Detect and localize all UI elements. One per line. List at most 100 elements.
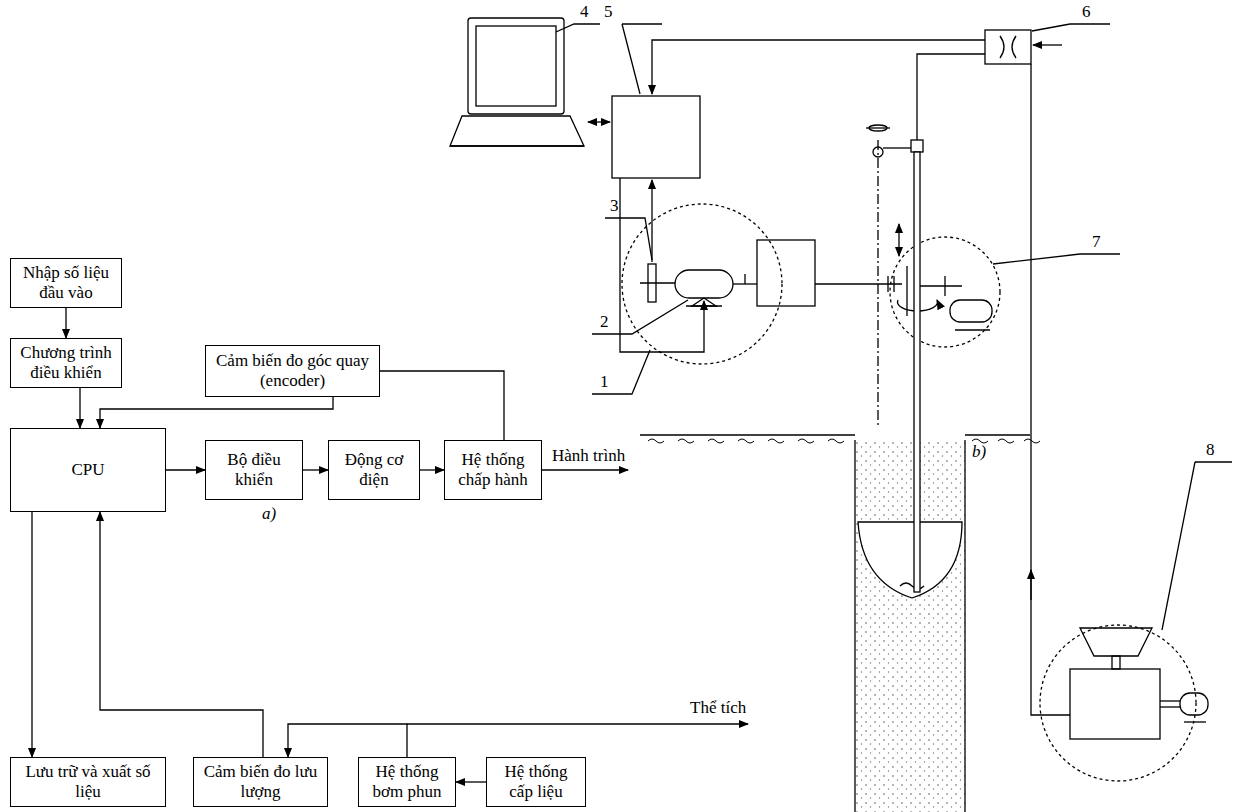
ground-hatch [828,439,844,443]
output-arrows [407,723,748,724]
callout-number: 1 [600,372,609,392]
flow-meter [1033,44,1062,45]
guide-mast [866,127,890,128]
ground-line [965,434,1030,435]
borehole [855,440,965,812]
leader-lines [605,218,652,260]
drill-rod [914,152,920,592]
borehole [854,440,855,812]
motor-control-wire [620,178,704,352]
gearbox [757,240,815,306]
callout-number: 2 [600,312,609,332]
leader-lines [993,254,1120,264]
leader-lines [556,24,600,32]
actuator-box: Hệ thống chấp hành [444,440,542,500]
ground-hatch [678,439,694,443]
signal-arrow [303,469,328,470]
box-text: Hệ thống cấp liệu [493,762,579,801]
guide-mast [911,140,923,152]
laptop [468,18,564,114]
callout-number: 4 [580,2,589,22]
rotary-head [920,285,962,286]
leader-lines [622,24,662,94]
box-text: Hệ thống bơm phun [365,762,449,801]
pump-group [1080,628,1152,656]
box-text: Nhập số liệu đầu vào [17,263,115,302]
callout-number: 5 [604,2,613,22]
output-label: Hành trình [552,446,625,466]
program-box: Chương trình điều khiển [10,338,122,388]
ground-hatch [738,439,754,443]
leader-lines [556,24,1232,630]
guide-mast [877,140,878,428]
guide-mast [873,147,883,157]
box-text: Cảm biến đo góc quay (encoder) [212,351,373,390]
travel-arrow [898,224,899,256]
signal-arrow [166,469,205,470]
subfigure-label: a) [262,504,276,524]
data-link [588,121,610,122]
callout-number: 6 [1082,2,1091,22]
input-box: Nhập số liệu đầu vào [10,258,122,308]
laptop [450,18,584,146]
rotary-head [944,276,945,296]
encoder-symbol [640,264,675,302]
leader-lines [1162,462,1232,630]
borehole [855,440,965,812]
output-label: Thể tích [690,698,746,718]
box-text: Hệ thống chấp hành [451,450,535,489]
pump-group [1160,706,1180,707]
ground-line [640,435,1040,443]
signal-arrow [100,512,263,757]
leader-lines [1032,24,1110,31]
pump-group [1180,693,1208,715]
pump-group [1184,721,1206,722]
laptop [450,145,584,146]
gearbox [815,283,902,284]
ground-line [640,434,855,435]
signal-arrow [420,469,444,470]
signal-arrow [31,512,32,757]
signal-arrow [456,781,486,782]
electric-motor [675,270,733,298]
flow-meter [1000,36,1016,58]
ground-hatch [798,439,814,443]
ground-hatch [768,439,784,443]
pump-group [1040,625,1196,781]
output-arrows [542,469,628,470]
ground-hatch [648,439,664,443]
electric-motor [686,305,722,306]
ground-hatch [708,439,724,443]
guide-mast [883,147,911,148]
encoder-signal-wire [651,180,652,262]
gearbox [893,276,894,292]
box-text: Bộ điều khiển [212,450,296,489]
borehole [858,522,962,598]
drilling-rig-illustration [407,18,1232,812]
ground-hatch [1024,439,1040,443]
encoder-symbol [640,282,675,283]
box-text: Chương trình điều khiển [17,343,115,382]
supply-pipe [1031,64,1070,715]
ground-hatch [998,439,1014,443]
controller-box: Bộ điều khiển [205,440,303,500]
leader-lines [592,300,688,334]
rotary-head-outline [890,237,1000,347]
signal-arrow [65,308,66,338]
box-text: Cảm biến đo lưu lượng [200,762,321,801]
callout-number: 3 [610,196,619,216]
signal-arrow [380,371,504,440]
flow-direction-arrow [1030,570,1031,600]
sensor-box: Cảm biến đo góc quay (encoder) [205,345,380,397]
flow-meter [985,30,1031,64]
pump-group [1160,700,1180,701]
signal-arrow [100,397,333,428]
box-text: Động cơ điện [335,450,413,489]
electric-motor [675,270,733,306]
motor-box: Động cơ điện [328,440,420,500]
signal-arrow [288,724,407,757]
signal-arrow [79,388,80,428]
